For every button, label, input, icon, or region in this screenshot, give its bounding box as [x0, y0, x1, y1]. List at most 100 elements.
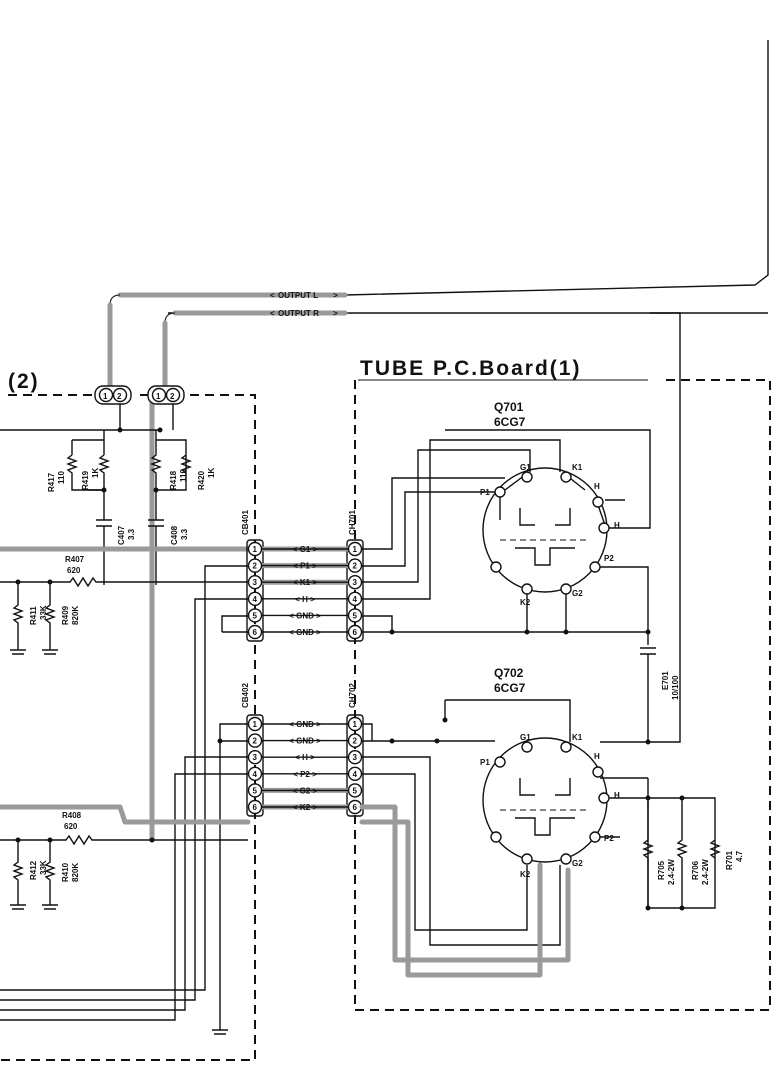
- net-label: < P1 >: [293, 562, 317, 571]
- cb402-pin-number: 2: [253, 737, 258, 746]
- ch701-pin-number: 6: [353, 628, 358, 637]
- ch701-pin-number: 4: [353, 595, 358, 604]
- net-label: < GND >: [289, 628, 321, 637]
- ch702-pin-number: 5: [353, 786, 358, 795]
- component-label: 620: [64, 822, 78, 831]
- component-label: K1: [572, 463, 583, 472]
- cb402-pin-circle: [247, 783, 263, 798]
- ch702-pin-circle: [347, 783, 363, 798]
- component-label: R706: [691, 860, 700, 880]
- q701-type: 6CG7: [494, 415, 526, 429]
- q702-type: 6CG7: [494, 681, 526, 695]
- component-label: R419: [81, 470, 90, 490]
- component-label: 33K: [39, 605, 48, 620]
- output-jack-r: 1 2: [147, 385, 185, 405]
- component-label: G1: [520, 733, 531, 742]
- component-label: R705: [657, 860, 666, 880]
- cb401-pin-circle: [247, 541, 263, 557]
- component-label: R418: [169, 470, 178, 490]
- net-label: < GND >: [289, 611, 321, 620]
- ch702-pin-circle: [347, 716, 363, 732]
- component-label: G2: [572, 859, 583, 868]
- component-label: R417: [47, 472, 56, 492]
- cb402-pin-number: 1: [253, 720, 258, 729]
- ch701-body: [346, 539, 364, 642]
- component-label: 110: [57, 471, 66, 484]
- cb402-pin-circle: [247, 733, 263, 748]
- cb401-pin-circle: [247, 608, 263, 623]
- ch701-pin-number: 2: [353, 562, 358, 571]
- component-label: 2.4-2W: [701, 859, 710, 885]
- cb402-pin-circle: [247, 799, 263, 815]
- cb402-pin-circle: [247, 750, 263, 765]
- cb401-pin-circle: [247, 591, 263, 606]
- ch701-pin-number: 1: [353, 545, 358, 554]
- component-label: K2: [520, 598, 531, 607]
- output-l-label: < OUTPUT L >: [270, 291, 338, 300]
- cb401-pin-number: 2: [253, 562, 258, 571]
- ch701-pin-circle: [347, 558, 363, 573]
- component-label: R420: [197, 470, 206, 490]
- component-label: R701: [725, 850, 734, 870]
- component-label: R412: [29, 860, 38, 880]
- component-label: 1K: [207, 468, 216, 478]
- net-label: < H >: [295, 595, 315, 604]
- ch702-pin-number: 4: [353, 770, 358, 779]
- component-label: C408: [170, 525, 179, 545]
- net-label: < K2 >: [293, 803, 317, 812]
- tube-q701: [482, 467, 610, 595]
- cb402-body: [246, 714, 264, 817]
- net-label: < G2 >: [293, 786, 318, 795]
- component-label: 620: [67, 566, 81, 575]
- component-label: 33K: [39, 860, 48, 875]
- left-resistor-network: [0, 404, 192, 585]
- net-label: < GND >: [289, 737, 321, 746]
- ch702-body: [346, 714, 364, 817]
- output-r-label: < OUTPUT R >: [270, 309, 338, 318]
- component-label: 4.7: [735, 850, 744, 862]
- component-label: P1: [480, 758, 490, 767]
- component-label: 3.3: [180, 528, 189, 540]
- component-label: 2.4-2W: [667, 859, 676, 885]
- component-label: G1: [520, 463, 531, 472]
- ch702-pin-circle: [347, 750, 363, 765]
- cb401-label: CB401: [241, 510, 250, 535]
- component-label: 820K: [71, 606, 80, 625]
- ch701-pin-number: 5: [353, 611, 358, 620]
- cb401-pin-number: 1: [253, 545, 258, 554]
- ch701-pin-circle: [347, 591, 363, 606]
- ch701-pin-circle: [347, 608, 363, 623]
- ch701-pin-circle: [347, 541, 363, 557]
- tube-q702: [482, 737, 610, 865]
- component-label: 1K: [91, 468, 100, 478]
- component-label: 2: [117, 392, 122, 401]
- cb402-wiring: [0, 723, 251, 1035]
- output-jack-l: 1 2: [94, 385, 132, 405]
- cb401-pin-circle: [247, 575, 263, 590]
- net-label: < GND >: [289, 720, 321, 729]
- component-label: OUTPUT R: [278, 309, 319, 318]
- tube-board-wiring: [359, 312, 721, 978]
- component-label: 10/100: [671, 675, 680, 700]
- cb401-pin-number: 6: [253, 628, 258, 637]
- component-label: 2: [170, 392, 175, 401]
- component-label: G2: [572, 589, 583, 598]
- component-label: R409: [61, 605, 70, 625]
- component-label: K1: [572, 733, 583, 742]
- q701-ref: Q701: [494, 400, 524, 414]
- ch702-pin-circle: [347, 733, 363, 748]
- component-label: R407: [65, 555, 85, 564]
- ch702-pin-number: 1: [353, 720, 358, 729]
- net-label: < P2 >: [293, 770, 317, 779]
- ch702-pin-number: 2: [353, 737, 358, 746]
- component-label: H: [594, 482, 600, 491]
- net-label: < G1 >: [293, 545, 318, 554]
- cb402-pin-number: 5: [253, 786, 258, 795]
- component-label: R408: [62, 811, 82, 820]
- component-label: 820K: [71, 863, 80, 882]
- cb401-pin-circle: [247, 558, 263, 573]
- cb401-pin-number: 4: [253, 595, 258, 604]
